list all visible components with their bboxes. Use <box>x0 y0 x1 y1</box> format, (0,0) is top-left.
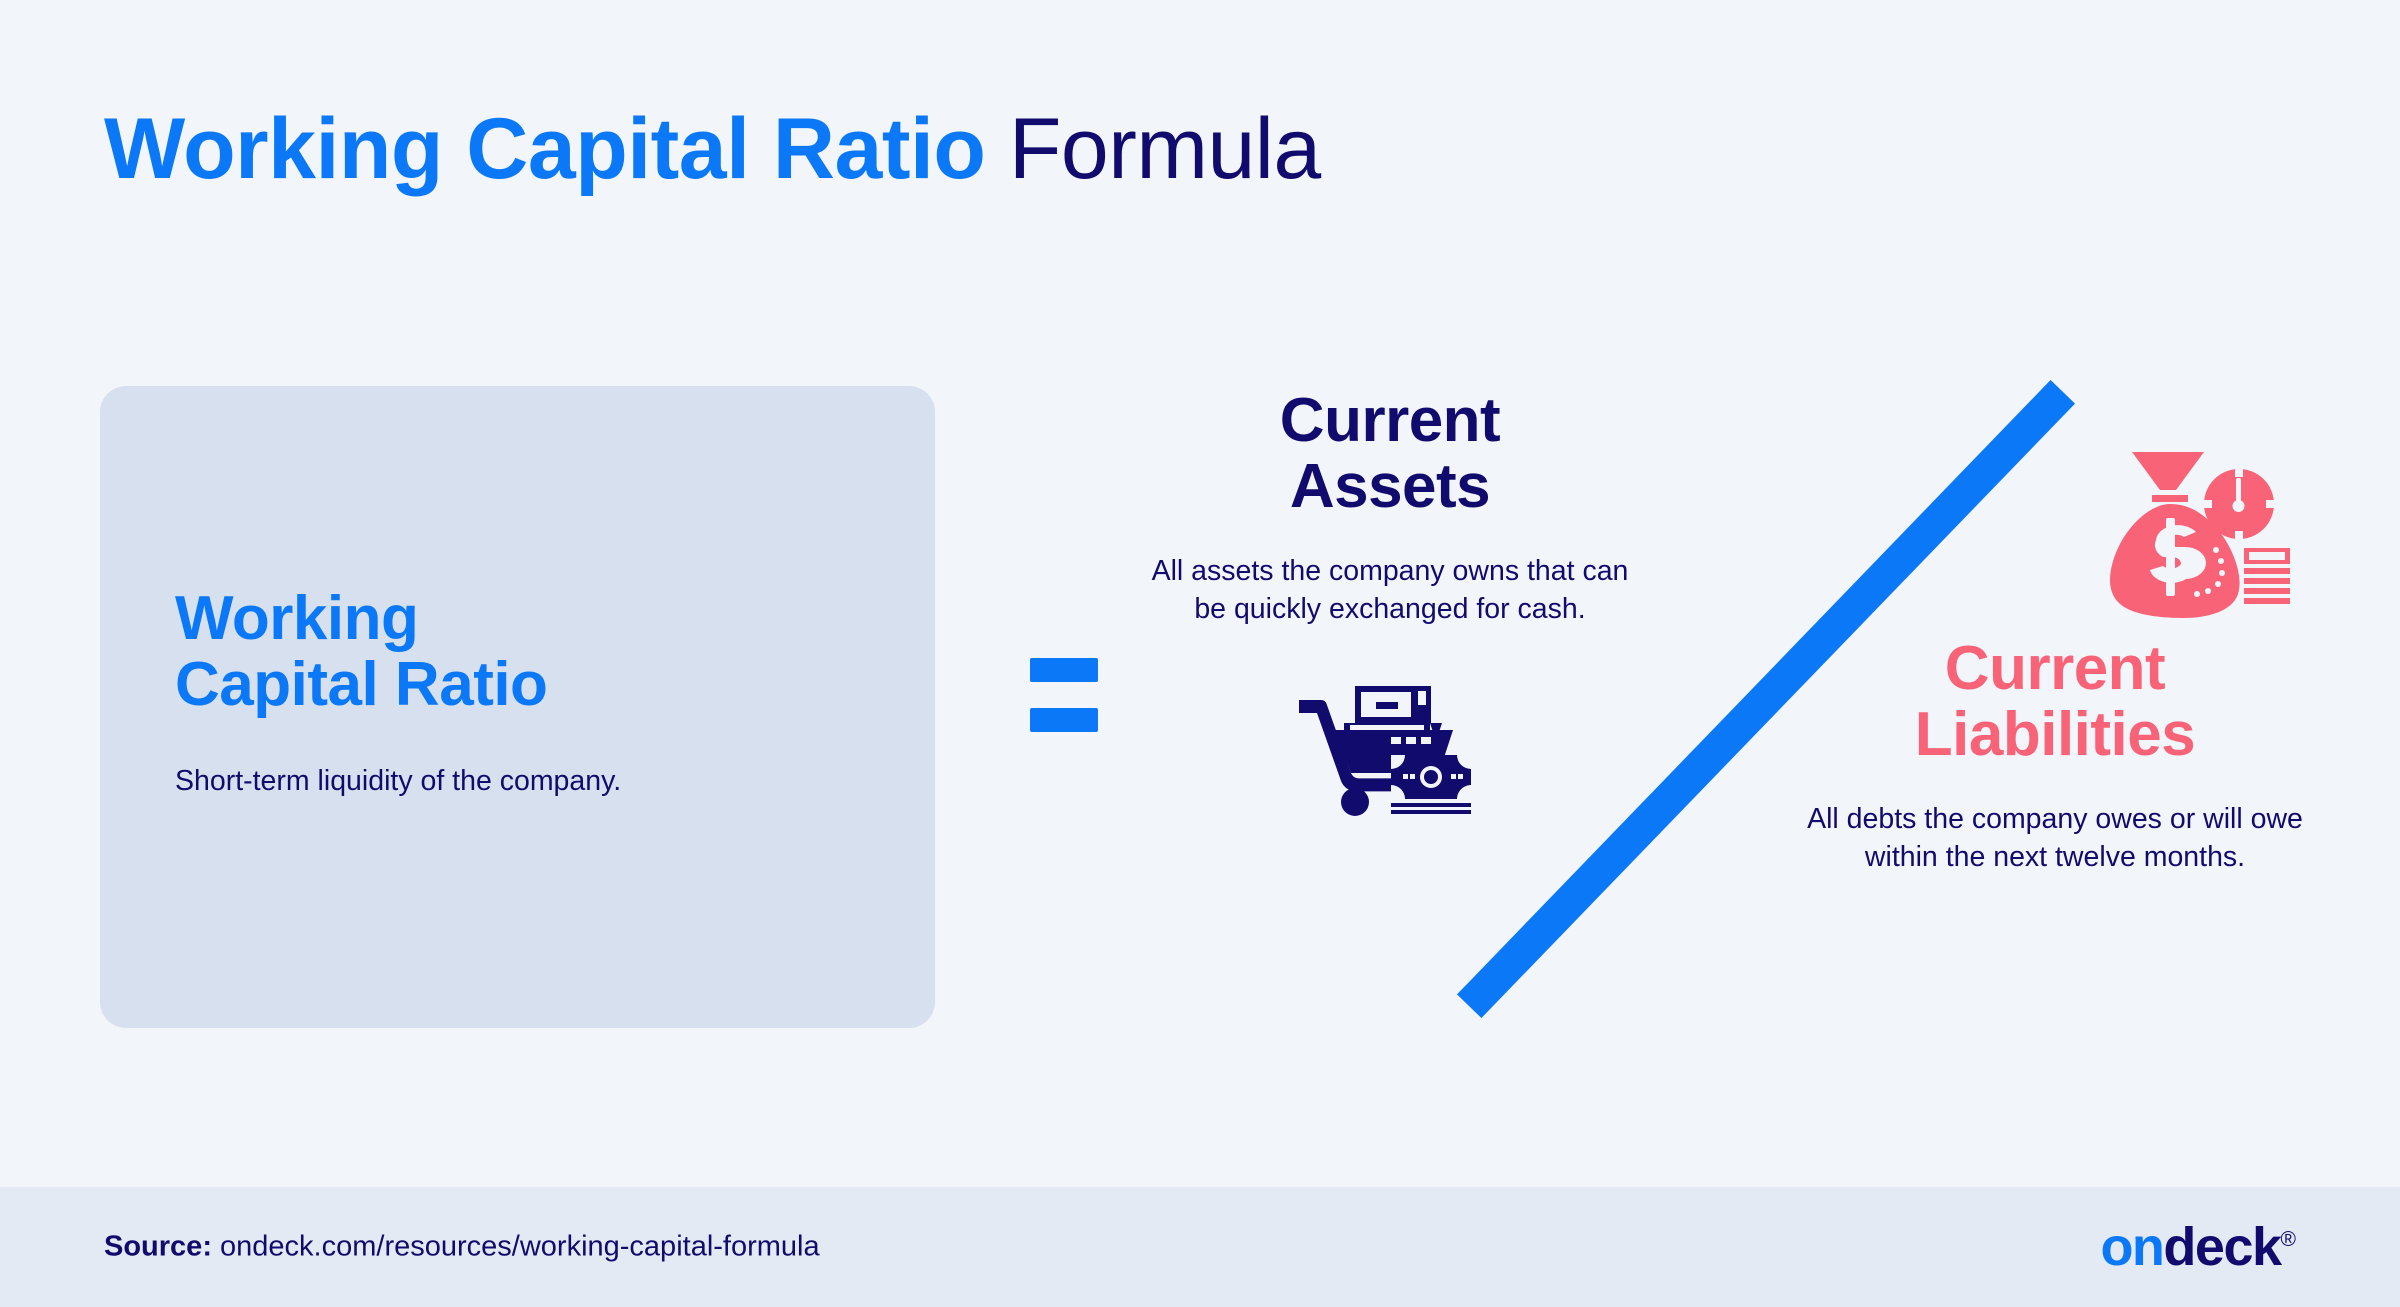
footer-bar: Source: ondeck.com/resources/working-cap… <box>0 1187 2400 1307</box>
money-bag-with-clock-and-bills-icon <box>1790 440 2320 620</box>
current-assets-heading-line-1: Current <box>1279 386 1501 455</box>
page-title: Working Capital Ratio Formula <box>104 104 1321 194</box>
shopping-cart-with-box-and-banknote-icon <box>1150 669 1630 819</box>
ondeck-logo-deck: deck <box>2163 1217 2282 1277</box>
current-liabilities-description: All debts the company owes or will owe w… <box>1807 803 2303 874</box>
equals-bar-bottom <box>1030 708 1098 732</box>
working-capital-ratio-card: Working Capital Ratio Short-term liquidi… <box>100 386 935 1028</box>
source-url: ondeck.com/resources/working-capital-for… <box>220 1230 820 1263</box>
current-assets-heading-line-2: Assets <box>1289 451 1491 521</box>
working-capital-ratio-card-content: Working Capital Ratio Short-term liquidi… <box>175 584 875 800</box>
working-capital-ratio-subtitle: Short-term liquidity of the company. <box>175 764 622 797</box>
page-title-light: Formula <box>1008 101 1321 197</box>
source-attribution: Source: ondeck.com/resources/working-cap… <box>104 1231 820 1264</box>
working-capital-ratio-heading: Working Capital Ratio <box>175 584 875 720</box>
current-liabilities-heading-line-2: Liabilities <box>1914 699 2196 769</box>
registered-trademark-icon: ® <box>2280 1228 2296 1251</box>
working-capital-ratio-heading-line-2: Capital Ratio <box>175 650 548 720</box>
current-assets-block: Current Assets All assets the company ow… <box>1150 388 1630 819</box>
page-title-strong: Working Capital Ratio <box>104 101 986 197</box>
current-assets-heading: Current Assets <box>1150 388 1630 519</box>
equals-sign-icon <box>1030 658 1098 732</box>
current-liabilities-block: Current Liabilities All debts the compan… <box>1790 440 2320 877</box>
working-capital-ratio-heading-line-1: Working <box>175 584 419 653</box>
current-liabilities-heading: Current Liabilities <box>1790 636 2320 767</box>
current-assets-description: All assets the company owns that can be … <box>1151 555 1629 626</box>
ondeck-logo-on: on <box>2100 1217 2164 1277</box>
source-label: Source: <box>104 1230 212 1263</box>
ondeck-logo[interactable]: ondeck® <box>2100 1216 2296 1278</box>
current-liabilities-heading-line-1: Current <box>1944 634 2166 703</box>
equals-bar-top <box>1030 658 1098 682</box>
